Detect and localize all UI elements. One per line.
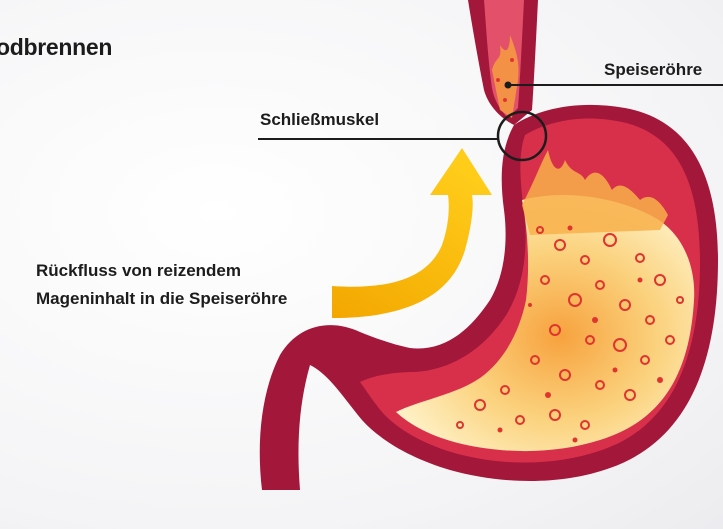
label-reflux: Rückfluss von reizendem Mageninhalt in d… <box>36 257 287 313</box>
label-speiseroehre: Speiseröhre <box>604 60 702 80</box>
label-schliessmuskel: Schließmuskel <box>260 110 379 130</box>
label-reflux-line1: Rückfluss von reizendem <box>36 257 287 285</box>
speiseroehre-leader-dot <box>505 82 512 89</box>
reflux-arrow-icon <box>332 148 492 318</box>
label-reflux-line2: Mageninhalt in die Speiseröhre <box>36 285 287 313</box>
